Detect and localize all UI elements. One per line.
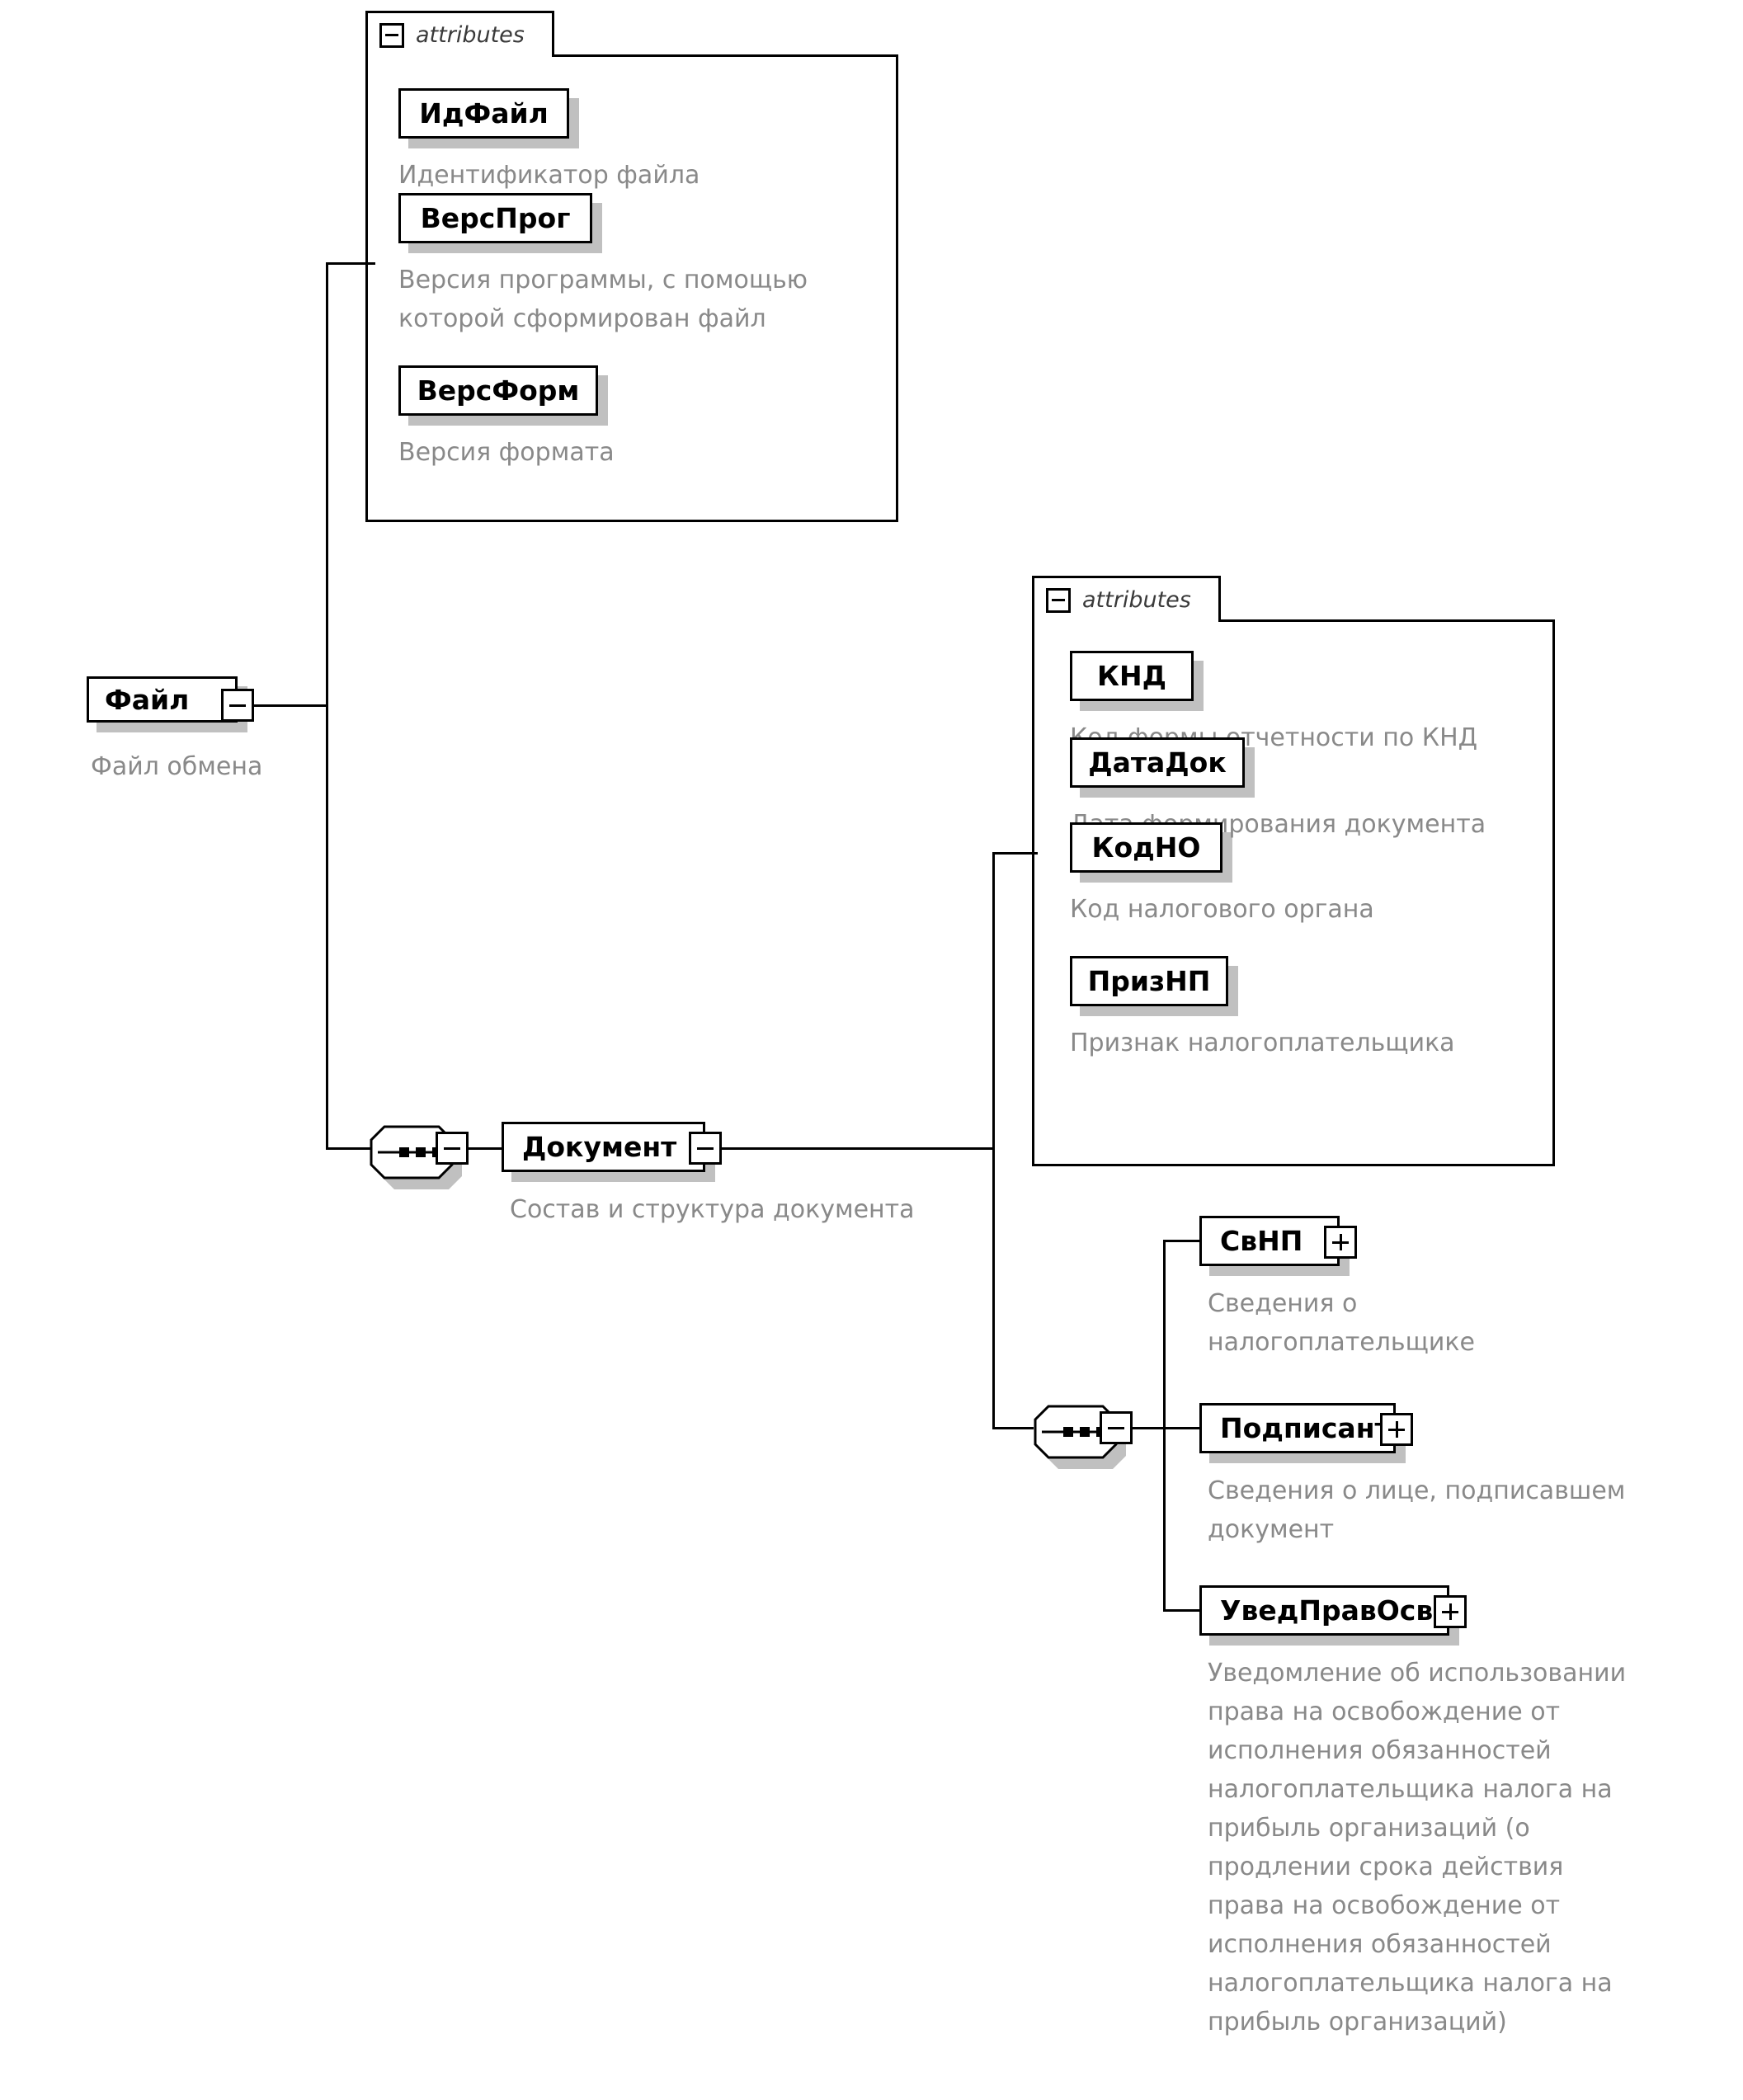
element-node-uvedpravosv[interactable]: УведПравОсв: [1199, 1585, 1449, 1636]
element-description-document: Состав и структура документа: [510, 1195, 915, 1224]
connector-sequence-to-document: [468, 1147, 504, 1150]
document-collapse-toggle[interactable]: [689, 1132, 722, 1165]
connector-document-to-children: [992, 1427, 1034, 1429]
connector-file-to-attributes: [326, 262, 375, 265]
attributes-tab-label: attributes: [1082, 587, 1191, 613]
attributes-collapse-toggle-file[interactable]: [379, 22, 404, 48]
attribute-node-versform[interactable]: ВерсФорм: [398, 365, 598, 416]
attribute-node-knd[interactable]: КНД: [1070, 651, 1194, 701]
attributes-tab-label: attributes: [416, 22, 525, 48]
plus-icon-vertical: [1339, 1233, 1342, 1251]
file-collapse-toggle[interactable]: [221, 689, 254, 722]
attributes-panel-file-body: [365, 54, 898, 522]
minus-icon: [443, 1147, 461, 1150]
attribute-node-priznnp[interactable]: ПризНП: [1070, 956, 1228, 1006]
attributes-collapse-toggle-document[interactable]: [1046, 587, 1071, 613]
element-node-svnp[interactable]: СвНП: [1199, 1216, 1340, 1266]
connector-document-branch-vertical: [992, 852, 995, 1429]
sequence-collapse-toggle-file[interactable]: [436, 1132, 469, 1165]
element-label-podpisant: Подписант: [1220, 1412, 1391, 1444]
minus-icon: [385, 33, 398, 36]
attributes-panel-file-tab[interactable]: attributes: [365, 11, 554, 57]
plus-icon-vertical: [1395, 1420, 1398, 1438]
attribute-label-kodno: КодНО: [1091, 831, 1201, 864]
attribute-label-priznnp: ПризНП: [1087, 965, 1211, 997]
podpisant-expand-toggle[interactable]: [1380, 1413, 1413, 1446]
connector-file-to-document: [326, 1147, 371, 1150]
connector-to-svnp: [1163, 1240, 1201, 1242]
connector-file-branch-vertical: [326, 262, 328, 1150]
connector-document-to-attributes: [992, 852, 1038, 855]
element-description-svnp: Сведения о налогоплательщике: [1208, 1289, 1475, 1357]
attribute-label-datadok: ДатаДок: [1088, 746, 1227, 779]
attribute-description-priznnp: Признак налогоплательщика: [1070, 1029, 1455, 1057]
element-label-file: Файл: [105, 683, 190, 716]
element-node-document[interactable]: Документ: [502, 1122, 705, 1172]
attribute-description-kodno: Код налогового органа: [1070, 895, 1374, 924]
plus-icon-vertical: [1449, 1603, 1452, 1621]
connector-file-stub: [238, 704, 328, 707]
element-label-svnp: СвНП: [1220, 1225, 1303, 1257]
element-description-uvedpravosv: Уведомление об использовании права на ос…: [1208, 1659, 1627, 2036]
element-description-podpisant: Сведения о лице, подписавшем документ: [1208, 1476, 1626, 1544]
attribute-description-datadok: Дата формирования документа: [1070, 810, 1486, 839]
sequence-compositor-document[interactable]: [1025, 1400, 1133, 1476]
attribute-description-versform: Версия формата: [398, 438, 615, 467]
attribute-node-kodno[interactable]: КодНО: [1070, 822, 1222, 873]
attribute-node-idfile[interactable]: ИдФайл: [398, 88, 569, 139]
uvedpravosv-expand-toggle[interactable]: [1434, 1595, 1467, 1628]
element-description-file: Файл обмена: [91, 752, 263, 781]
connector-children-branch-vertical: [1163, 1240, 1166, 1612]
connector-document-stub: [711, 1147, 995, 1150]
minus-icon: [1052, 598, 1065, 601]
attributes-panel-document-tab[interactable]: attributes: [1032, 576, 1221, 622]
attribute-label-versprog: ВерсПрог: [420, 202, 571, 234]
svnp-expand-toggle[interactable]: [1324, 1226, 1357, 1259]
sequence-collapse-toggle-document[interactable]: [1100, 1411, 1133, 1444]
minus-icon: [1107, 1426, 1125, 1429]
attributes-panel-document-body: [1032, 619, 1555, 1166]
minus-icon: [696, 1147, 714, 1150]
element-node-file[interactable]: Файл: [87, 676, 238, 723]
element-label-document: Документ: [522, 1131, 677, 1163]
attribute-label-knd: КНД: [1097, 660, 1166, 692]
element-node-podpisant[interactable]: Подписант: [1199, 1403, 1396, 1453]
element-label-uvedpravosv: УведПравОсв: [1220, 1594, 1434, 1627]
attribute-node-datadok[interactable]: ДатаДок: [1070, 737, 1245, 788]
attribute-description-versprog: Версия программы, с помощью которой сфор…: [398, 266, 808, 333]
attribute-node-versprog[interactable]: ВерсПрог: [398, 193, 592, 243]
connector-to-podpisant: [1163, 1427, 1201, 1429]
attribute-label-idfile: ИдФайл: [419, 97, 549, 129]
attributes-panel-file: attributes ИдФайл Идентификатор файла Ве…: [365, 11, 898, 522]
attribute-label-versform: ВерсФорм: [417, 374, 580, 407]
minus-icon: [228, 704, 247, 707]
attribute-description-idfile: Идентификатор файла: [398, 161, 700, 190]
connector-to-uvedpravosv: [1163, 1609, 1201, 1612]
attributes-panel-document: attributes КНД Код формы отчетности по К…: [1032, 576, 1555, 1166]
